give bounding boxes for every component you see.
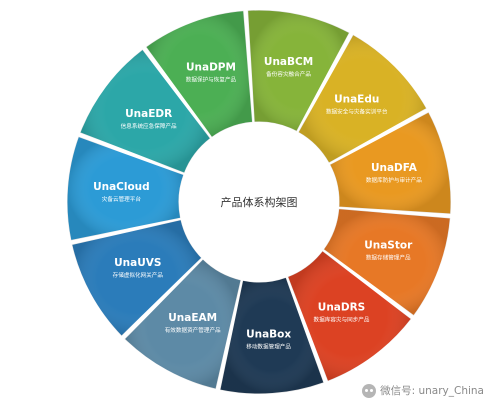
segment-name-unaedr: UnaEDR bbox=[125, 108, 172, 120]
segment-desc-unabox: 移动数据管理产品 bbox=[246, 343, 291, 351]
segment-name-unacloud: UnaCloud bbox=[93, 181, 150, 193]
segment-desc-unaedu: 数据安全与灾备实训平台 bbox=[326, 108, 388, 116]
segment-shade-unadrs bbox=[287, 250, 412, 382]
segment-desc-unastor: 数据存储管理产品 bbox=[366, 253, 411, 261]
wechat-watermark: 微信号: unary_China bbox=[362, 383, 484, 398]
segment-name-unaeam: UnaEAM bbox=[168, 312, 217, 324]
segment-shade-unabcm bbox=[247, 10, 350, 132]
segment-desc-unaeam: 有效数据资产管理产品 bbox=[165, 326, 221, 334]
segment-shade-unacloud bbox=[66, 136, 184, 241]
segment-shade-unauvs bbox=[71, 219, 202, 337]
segment-name-unabcm: UnaBCM bbox=[264, 56, 313, 68]
segment-name-unauvs: UnaUVS bbox=[114, 257, 161, 269]
center-circle bbox=[179, 122, 339, 282]
segment-desc-unauvs: 存储虚拟化网关产品 bbox=[113, 271, 164, 279]
segment-shade-unaedu bbox=[298, 34, 427, 164]
segment-shade-unastor bbox=[323, 208, 451, 316]
segment-group: UnaBCM 备份容灾融合产品 UnaEdu 数据安全与灾备实训平台 UnaDFA 数据库… bbox=[66, 9, 452, 395]
watermark-text: 微信号: unary_China bbox=[380, 385, 484, 397]
segment-name-unaedu: UnaEdu bbox=[334, 94, 379, 106]
wechat-icon bbox=[362, 383, 377, 398]
segment-shade-unadpm bbox=[145, 10, 253, 138]
segment-shade-unaeam bbox=[124, 259, 242, 390]
segment-name-unadrs: UnaDRS bbox=[318, 302, 365, 314]
segment-name-unabox: UnaBox bbox=[246, 329, 291, 341]
segment-desc-unadpm: 数据保护与恢复产品 bbox=[186, 76, 237, 84]
segment-desc-unadfa: 数据库防护与审计产品 bbox=[366, 176, 422, 184]
segment-name-unadpm: UnaDPM bbox=[186, 62, 236, 74]
segment-name-unadfa: UnaDFA bbox=[371, 162, 418, 174]
segment-desc-unadrs: 数据库容灾与同步产品 bbox=[314, 316, 370, 324]
segment-name-unastor: UnaStor bbox=[364, 239, 413, 251]
segment-desc-unacloud: 灾备云管理平台 bbox=[102, 195, 142, 203]
segment-shade-unabox bbox=[219, 277, 324, 394]
segment-desc-unabcm: 备份容灾融合产品 bbox=[266, 70, 311, 78]
segment-shade-unaedr bbox=[79, 49, 211, 174]
center-title: 产品体系构架图 bbox=[221, 195, 298, 209]
segment-desc-unaedr: 信息系统应急保障产品 bbox=[121, 122, 177, 130]
segment-shade-unadfa bbox=[329, 112, 452, 214]
